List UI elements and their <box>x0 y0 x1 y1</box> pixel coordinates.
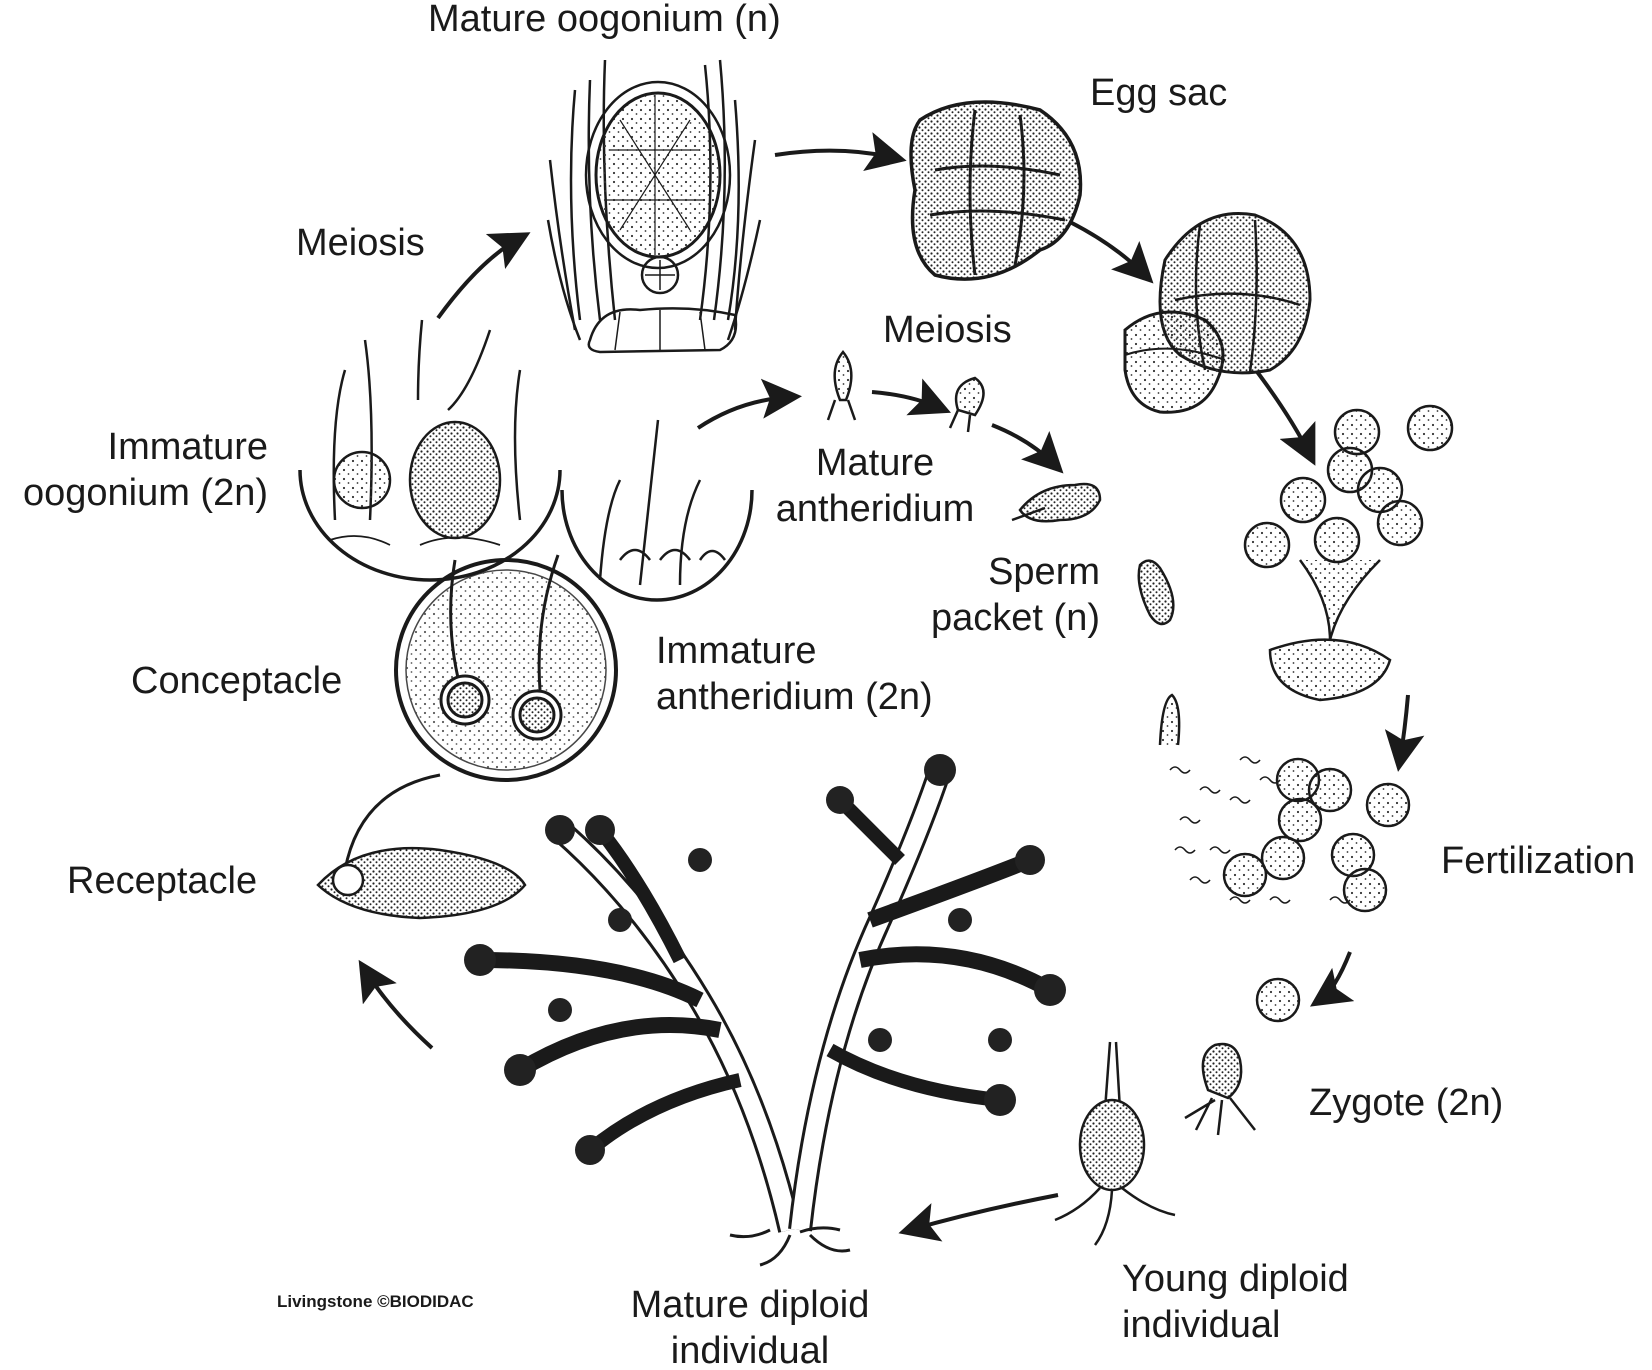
label-mature-oogonium: Mature oogonium (n) <box>428 0 781 42</box>
zygote-drawing <box>1184 977 1301 1136</box>
label-line-1: Young diploid <box>1122 1258 1349 1300</box>
immature-oogonium-drawing <box>298 319 562 582</box>
arrow-release-to-eggs <box>1250 363 1316 466</box>
label-egg-sac: Egg sac <box>1090 70 1227 116</box>
label-text: Conceptacle <box>131 660 343 702</box>
base-cells <box>587 307 738 354</box>
immature-antheridium-drawing <box>560 419 754 602</box>
arrow-oogonium-to-eggsac <box>774 132 907 172</box>
label-line-1: Sperm <box>988 551 1100 593</box>
label-line-2: antheridium <box>775 488 975 530</box>
label-mature-diploid: Mature diploid individual <box>610 1282 890 1370</box>
label-text: Meiosis <box>296 222 425 264</box>
arrow-mature-to-receptacle <box>358 959 434 1050</box>
label-line-1: Mature diploid <box>630 1284 870 1326</box>
arrow-eggs-to-fertilization <box>1384 694 1425 772</box>
label-text: Meiosis <box>883 309 1012 351</box>
label-text: Receptacle <box>67 860 258 902</box>
label-text: Fertilization <box>1441 840 1636 882</box>
label-meiosis-left: Meiosis <box>296 220 425 266</box>
sperm-swarm <box>1169 756 1351 904</box>
fertilization-drawing <box>1158 693 1411 913</box>
arrow-young-to-mature <box>898 1193 1059 1242</box>
label-zygote: Zygote (2n) <box>1309 1080 1503 1126</box>
arrow-eggsac-to-release <box>1069 220 1154 284</box>
arrow-antheridium-to-mature <box>696 378 802 430</box>
label-line-1: Immature <box>107 426 268 468</box>
eggs-release-drawing <box>1123 212 1312 414</box>
label-line-2: oogonium (2n) <box>22 472 268 514</box>
label-text: Zygote (2n) <box>1309 1082 1504 1124</box>
receptacle-drawing <box>316 846 527 920</box>
credit-line: Livingstone ©BIODIDAC <box>277 1292 474 1312</box>
label-line-2: antheridium (2n) <box>656 676 933 718</box>
cycle-arrows <box>358 132 1425 1242</box>
oogonium-cell <box>594 91 722 259</box>
label-line-1: Immature <box>656 630 817 672</box>
arrow-antheridium-to-sperm <box>991 423 1064 474</box>
label-receptacle: Receptacle <box>67 858 257 904</box>
label-line-1: Mature <box>815 442 935 484</box>
label-mature-antheridium: Mature antheridium <box>760 440 990 532</box>
holdfast <box>729 1226 851 1267</box>
connector-to-receptacle <box>343 773 441 871</box>
arrow-fertilization-to-zygote <box>1310 951 1355 1007</box>
label-meiosis-right: Meiosis <box>883 307 1012 353</box>
antheridia-sperm-drawing <box>826 350 1175 626</box>
label-line-2: individual <box>670 1330 830 1370</box>
label-line-2: packet (n) <box>931 597 1100 639</box>
egg-sac-cup <box>1123 310 1225 414</box>
mature-diploid-drawing <box>464 754 1066 1267</box>
receptacle-tips <box>464 754 1066 1165</box>
arrow-antheridium-step <box>871 378 952 416</box>
label-text: Egg sac <box>1090 72 1228 114</box>
young-diploid-drawing <box>1054 1041 1176 1246</box>
egg-sac-drawing <box>909 100 1083 281</box>
label-fertilization: Fertilization <box>1441 838 1635 884</box>
stalk-base <box>1268 638 1392 702</box>
released-eggs-drawing <box>1243 404 1454 702</box>
label-line-2: individual <box>1122 1304 1281 1346</box>
label-immature-oogonium: Immature oogonium (2n) <box>0 424 268 516</box>
credit-text: Livingstone ©BIODIDAC <box>277 1292 474 1311</box>
antheridium-tip <box>1158 693 1181 746</box>
conceptacle-drawing <box>343 554 618 871</box>
arrow-meiosis-to-oogonium <box>436 232 531 320</box>
label-young-diploid: Young diploid individual <box>1122 1256 1349 1348</box>
label-sperm-packet: Sperm packet (n) <box>880 549 1100 641</box>
label-text: Mature oogonium (n) <box>428 0 781 40</box>
sperm-packet <box>1018 482 1102 523</box>
label-conceptacle: Conceptacle <box>131 658 342 704</box>
label-immature-antheridium: Immature antheridium (2n) <box>656 628 933 720</box>
mature-oogonium-drawing <box>546 59 762 354</box>
stalk-cell <box>640 255 680 295</box>
